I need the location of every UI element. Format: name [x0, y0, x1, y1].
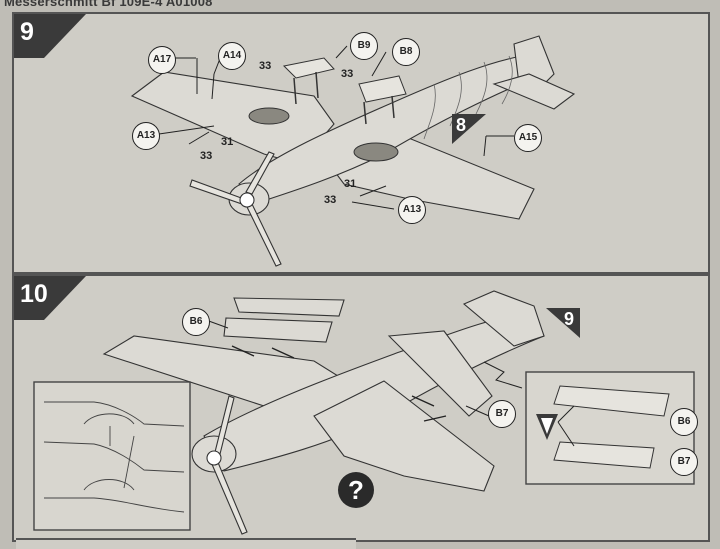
callout-a13-left: A13	[132, 122, 160, 150]
step-9-number: 9	[20, 18, 34, 46]
reference-step-9-number: 9	[564, 309, 575, 329]
reference-step-8-number: 8	[456, 115, 467, 135]
step-10-number: 10	[20, 280, 48, 308]
step-10-aircraft-drawing	[33, 290, 695, 535]
part-number-33: 33	[341, 68, 354, 80]
callout-b6-inset: B6	[670, 408, 698, 436]
callout-b8: B8	[392, 38, 420, 66]
callout-b7: B7	[488, 400, 516, 428]
callout-b6: B6	[182, 308, 210, 336]
part-number-33: 33	[324, 194, 337, 206]
callout-a13-bottom: A13	[398, 196, 426, 224]
part-number-31: 31	[344, 178, 357, 190]
step-9-panel: 9	[12, 12, 710, 274]
reference-step-9-badge: 9	[546, 308, 580, 338]
help-question-icon: ?	[338, 472, 374, 508]
step-10-badge: 10	[14, 276, 88, 320]
part-number-31: 31	[221, 136, 234, 148]
callout-b7-inset: B7	[670, 448, 698, 476]
part-number-33: 33	[200, 150, 213, 162]
next-step-strip	[16, 538, 356, 549]
step-9-aircraft-drawing	[130, 35, 576, 267]
callout-b9: B9	[350, 32, 378, 60]
part-number-33: 33	[259, 60, 272, 72]
callout-a17: A17	[148, 46, 176, 74]
reference-step-8-badge: 8	[452, 114, 486, 144]
callout-a14: A14	[218, 42, 246, 70]
model-title: Messerschmitt Bf 109E-4 A01008	[4, 0, 213, 9]
step-9-badge: 9	[14, 14, 88, 58]
callout-a15: A15	[514, 124, 542, 152]
